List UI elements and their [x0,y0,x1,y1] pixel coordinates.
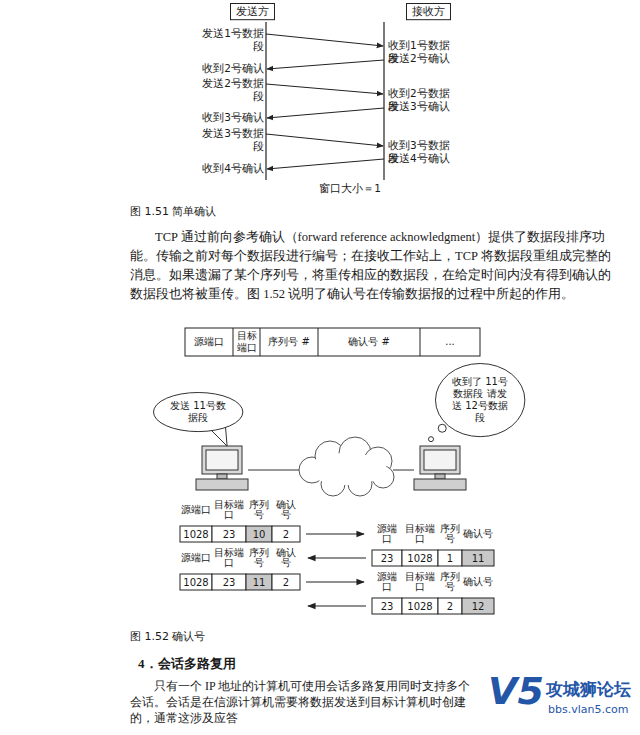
timeline [266,22,384,180]
computer-icon [414,446,466,490]
box-outline [406,4,450,20]
message-arrow [266,34,384,169]
field-value: 23 [213,529,245,540]
segment-row [372,550,494,614]
header-field: 目标端口 [233,330,260,355]
figure-caption: 图 1.52 确认号 [130,630,430,644]
field-name: 目标端口 [213,500,245,521]
field-name: 源端口 [181,505,211,515]
bubble-tail [438,424,446,432]
thought-bubble: 收到了 11号数据段 请发送 12号数据段 [435,363,525,437]
header-field: ... [420,336,480,349]
figure-caption: 图 1.51 简单确认 [130,205,430,219]
field-name: 源端口 [373,572,401,593]
field-value: 11 [463,553,493,564]
event-text: 发送3号确认 [388,100,460,113]
field-name: 确认号 [463,577,493,587]
header-table [185,328,480,356]
field-value: 23 [373,601,401,612]
field-value: 1 [439,553,461,564]
field-name: 目标端口 [213,548,245,569]
field-value: 11 [247,577,271,588]
field-value: 2 [439,601,461,612]
field-name: 源端口 [181,553,211,563]
party-box: 发送方 [230,3,275,20]
network-cloud [248,437,414,496]
section-heading: 4．会话多路复用 [138,656,438,672]
bubble-outline [153,392,242,431]
field-value: 1028 [403,553,437,564]
field-name: 序列号 [247,548,271,569]
computer-icon [196,446,248,490]
watermark: V5 [488,672,548,710]
box-outline [230,4,274,20]
watermark: 攻城狮论坛 [546,680,638,699]
field-name: 序列号 [439,572,461,593]
event-text: 收到2号确认 [192,62,264,75]
window-size: 窗口大小＝1 [280,182,420,195]
node-text: 发送 11号数据段 [169,400,227,424]
segment-arrow [306,534,366,606]
body-paragraph: 只有一个 IP 地址的计算机可使用会话多路复用同时支持多个会话。会话是在信源计算… [130,678,482,726]
field-name: 序列号 [439,524,461,545]
header-field: 源端口 [185,336,233,349]
field-value: 23 [373,553,401,564]
body-paragraph: TCP 通过前向参考确认（forward reference acknowled… [130,228,622,304]
field-name: 确认号 [463,529,493,539]
field-value: 23 [213,577,245,588]
event-text: 收到4号确认 [192,162,264,175]
field-value: 1028 [181,529,211,540]
header-field: 序列号 # [260,336,318,349]
watermark: bbs.vlan5.com [548,704,638,716]
event-text: 发送3号数据段 [192,127,264,153]
field-name: 源端口 [373,524,401,545]
event-text: 发送2号数据段 [192,77,264,103]
event-text: 收到3号确认 [192,111,264,124]
node-text: 接收方 [412,5,445,18]
field-value: 10 [247,529,271,540]
field-name: 确认号 [273,548,299,569]
field-value: 12 [463,601,493,612]
speech-bubble: 发送 11号数据段 [153,392,243,432]
party-box: 接收方 [406,3,451,20]
header-field: 确认号 # [318,336,420,349]
field-value: 1028 [181,577,211,588]
node-text: 发送方 [236,5,269,18]
field-name: 序列号 [247,500,271,521]
segment-row [180,526,300,590]
field-value: 2 [273,529,299,540]
field-value: 2 [273,577,299,588]
field-name: 目标端口 [403,572,437,593]
field-name: 目标端口 [403,524,437,545]
event-text: 发送1号数据段 [192,27,264,53]
bubble-tail [428,437,433,442]
node-text: 收到了 11号数据段 请发送 12号数据段 [451,376,509,424]
field-value: 1028 [403,601,437,612]
event-text: 发送2号确认 [388,52,460,65]
bubble-outline [435,363,524,436]
field-name: 确认号 [273,500,299,521]
event-text: 发送4号确认 [388,152,460,165]
